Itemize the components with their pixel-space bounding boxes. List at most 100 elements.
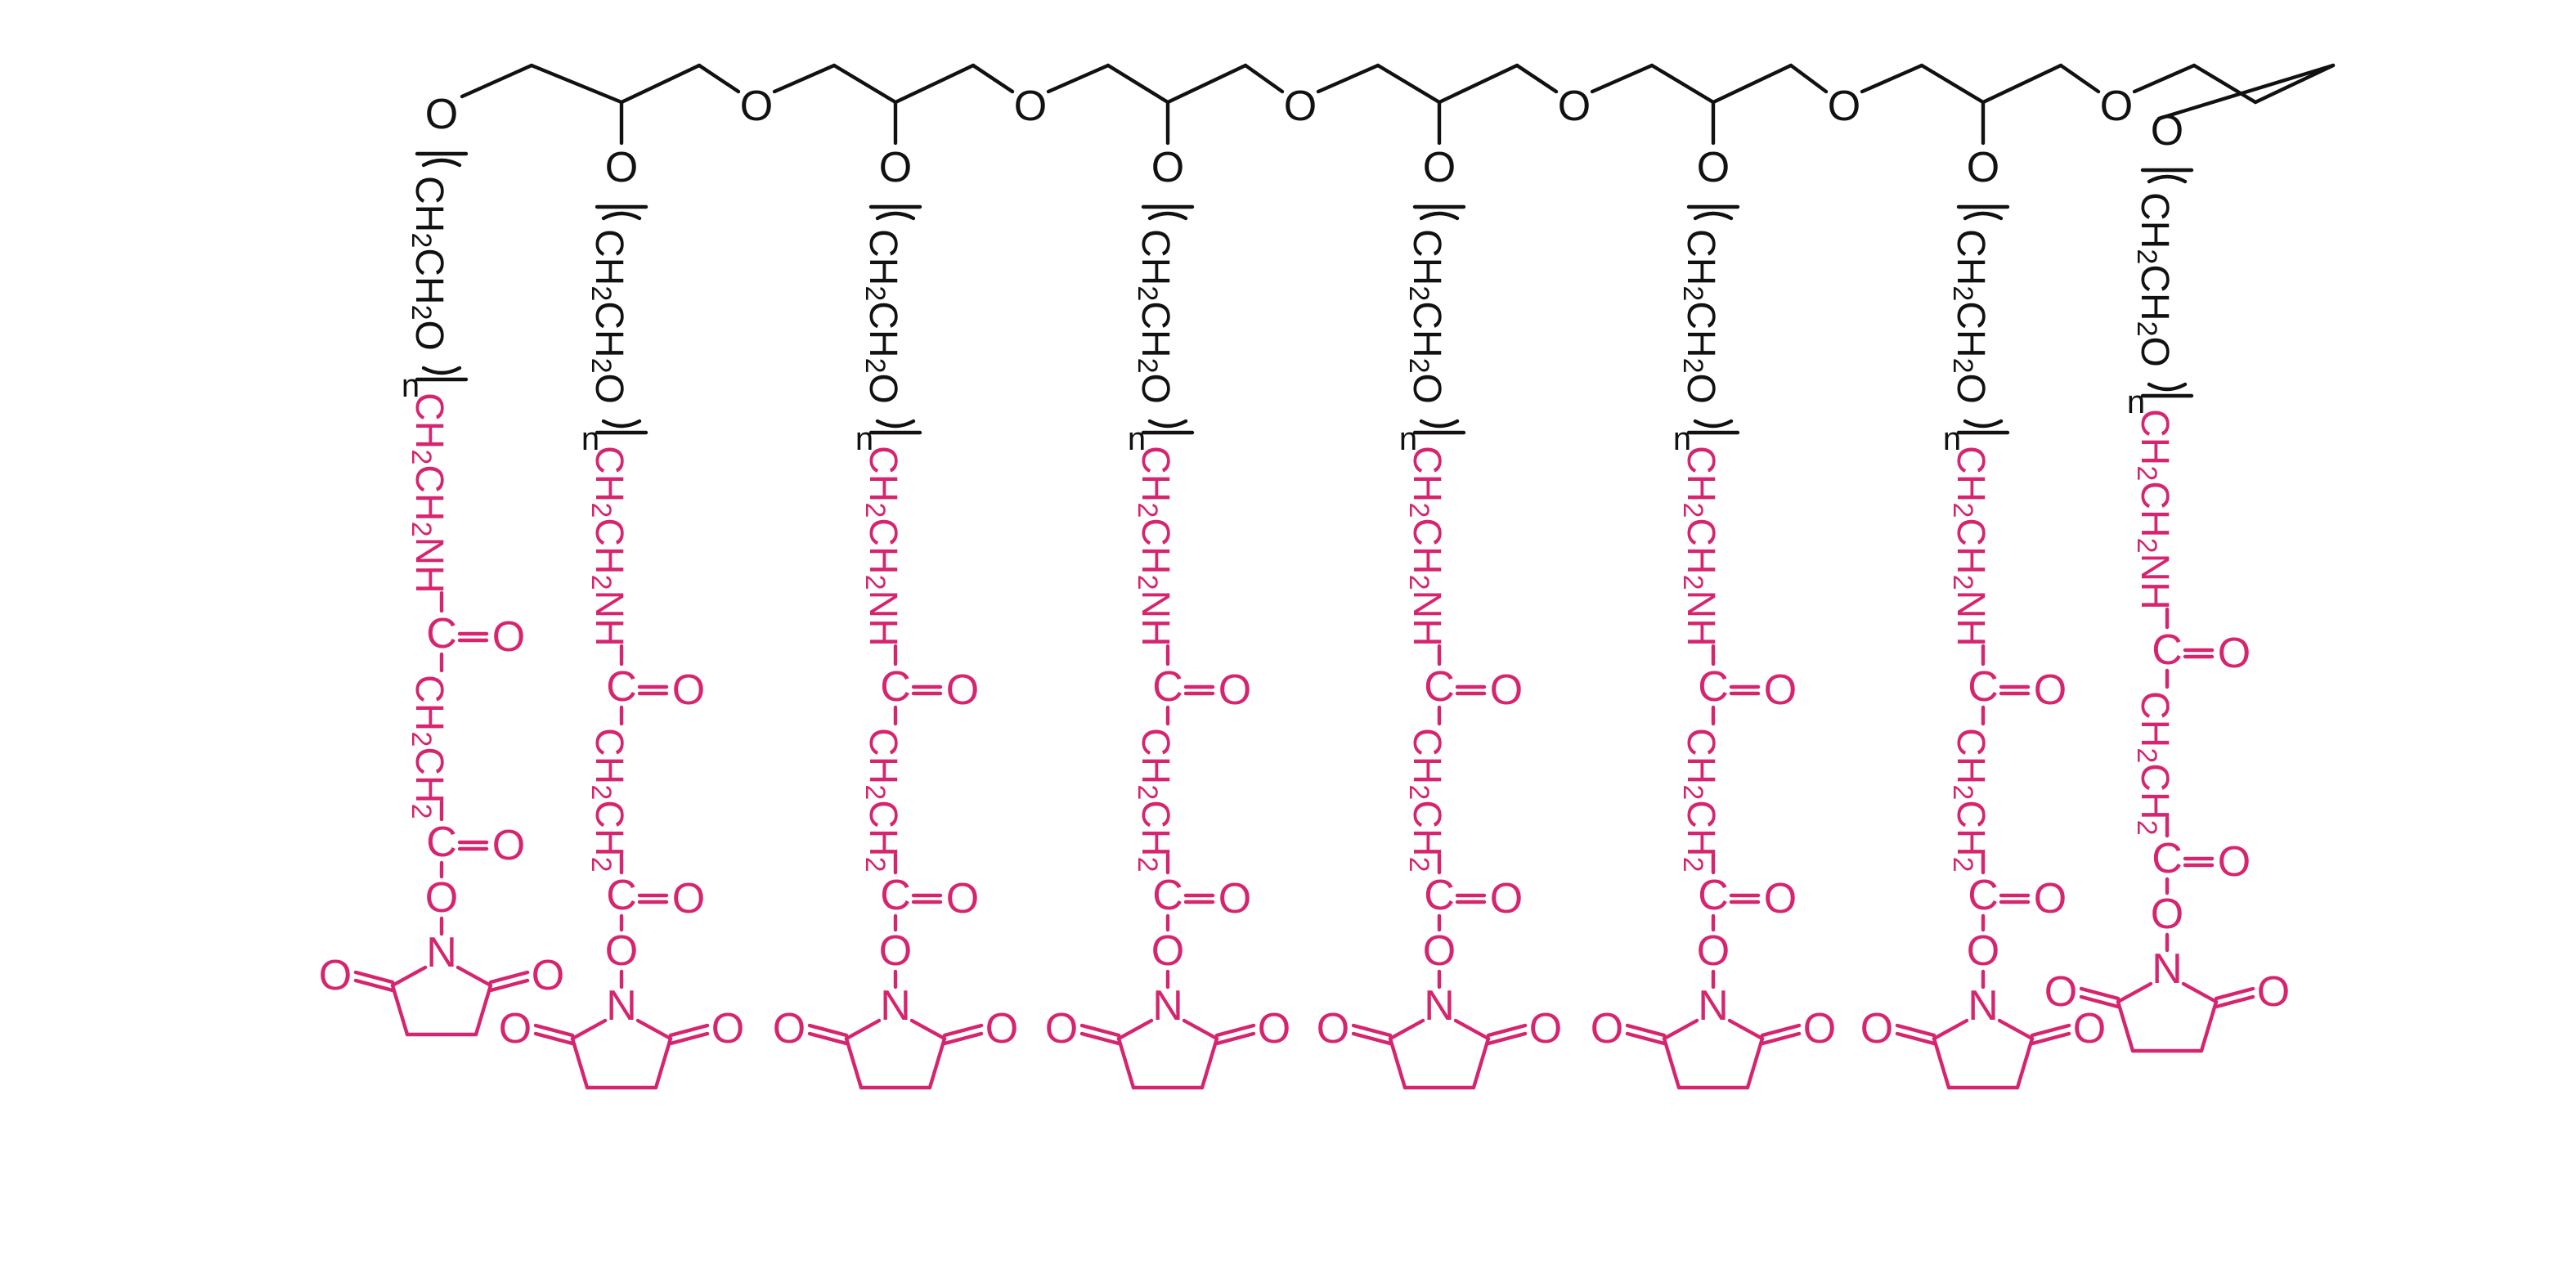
peg-repeat-unit: CH2CH2O: [406, 176, 451, 351]
imide-double-bond: [1351, 1031, 1393, 1046]
ring-bond: [2199, 999, 2219, 1053]
ethylene-group: CH2CH2: [406, 675, 451, 819]
backbone-bond: [1437, 63, 1519, 105]
ring-bond: [570, 1036, 590, 1090]
ethylene-group: CH2CH2: [2131, 691, 2177, 836]
repeat-bracket: [875, 419, 916, 429]
imide-oxygen-left: O: [319, 952, 352, 999]
backbone-bond: [2156, 63, 2336, 121]
backbone-ether-oxygen: O: [1558, 83, 1591, 130]
ester-carbonyl-oxygen: O: [2218, 838, 2251, 886]
imide-double-bond: [1486, 1031, 1528, 1046]
repeat-bracket: [421, 366, 462, 375]
repeat-bracket: [1963, 211, 2004, 221]
backbone-bond: [1981, 63, 2063, 105]
imide-oxygen-left: O: [1591, 1005, 1623, 1052]
imide-double-bond: [1486, 1023, 1528, 1038]
imide-nitrogen: N: [1698, 982, 1729, 1030]
ester-oxygen: O: [425, 874, 458, 922]
amide-oxygen: O: [1764, 666, 1797, 714]
repeat-bracket: [875, 211, 916, 221]
imide-oxygen-right: O: [1258, 1005, 1290, 1052]
ring-bond: [456, 965, 493, 988]
ring-bond: [1932, 1018, 1969, 1041]
imide-oxygen-left: O: [499, 1005, 532, 1052]
imide-nitrogen: N: [880, 982, 911, 1030]
imide-oxygen-right: O: [985, 1005, 1018, 1052]
aminoethyl-group: CH2CH2NH: [859, 446, 905, 647]
backbone-ether-oxygen: O: [740, 83, 773, 130]
ring-bond: [1388, 1036, 1407, 1090]
arm-oxygen: O: [1697, 144, 1730, 191]
backbone-bond: [2132, 63, 2197, 94]
ester-oxygen: O: [1151, 927, 1184, 975]
imide-double-bond: [668, 1031, 710, 1046]
ring-bond: [2116, 999, 2135, 1053]
ethylene-group: CH2CH2: [586, 728, 631, 873]
imide-double-bond: [1625, 1031, 1667, 1046]
svg-text:CH2CH2: CH2CH2: [859, 728, 905, 873]
amide-carbon: C: [2152, 626, 2183, 674]
imide-double-bond: [2214, 986, 2255, 1001]
ester-carbon: C: [1424, 872, 1455, 919]
ring-bond: [1116, 1018, 1154, 1041]
backbone-bond: [832, 63, 898, 105]
backbone-bond: [619, 63, 702, 105]
imide-nitrogen: N: [1152, 982, 1183, 1030]
imide-double-bond: [488, 970, 530, 985]
backbone-bond: [2058, 63, 2101, 94]
imide-oxygen-right: O: [1803, 1005, 1836, 1052]
repeat-bracket: [1147, 211, 1188, 221]
repeat-index-n: n: [1128, 421, 1146, 457]
repeat-bracket: [601, 419, 642, 429]
ester-carbonyl-oxygen: O: [1764, 875, 1797, 922]
aminoethyl-group: CH2CH2NH: [406, 393, 451, 594]
svg-text:CH2CH2: CH2CH2: [586, 728, 631, 873]
imide-double-bond: [807, 1031, 849, 1046]
imide-double-bond: [1760, 1031, 1802, 1046]
repeat-bracket: [1963, 419, 2004, 429]
aminoethyl-group: CH2CH2NH: [1403, 446, 1449, 647]
ring-bond: [1200, 1036, 1219, 1090]
backbone-bond: [1376, 63, 1442, 105]
repeat-bracket: [1693, 211, 1734, 221]
ring-bond: [635, 1018, 673, 1041]
ring-bond: [1388, 1018, 1425, 1041]
imide-double-bond: [1214, 1031, 1256, 1046]
aminoethyl-group: CH2CH2NH: [1132, 446, 1178, 647]
backbone-bond: [1919, 63, 1986, 105]
repeat-bracket: [421, 158, 462, 168]
repeat-index-n: n: [402, 368, 420, 404]
ester-carbon: C: [1968, 872, 1999, 919]
ring-bond: [1471, 1036, 1491, 1090]
backbone-bond: [1316, 63, 1380, 94]
repeat-index-n: n: [2127, 384, 2145, 420]
imide-oxygen-right: O: [2257, 968, 2290, 1016]
ethylene-group: CH2CH2: [1132, 728, 1178, 873]
ring-bond: [1745, 1036, 1765, 1090]
backbone-ether-oxygen: O: [1828, 83, 1860, 130]
backbone-bond: [529, 63, 624, 105]
repeat-bracket: [1147, 419, 1188, 429]
amide-oxygen: O: [2034, 666, 2067, 714]
peg-repeat-unit: CH2CH2O: [1132, 229, 1178, 404]
backbone-bond: [1860, 63, 1924, 94]
imide-double-bond: [353, 970, 395, 985]
ring-bond: [2116, 981, 2153, 1004]
imide-double-bond: [1760, 1023, 1802, 1038]
amide-oxygen: O: [492, 613, 525, 661]
repeat-index-n: n: [1943, 421, 1961, 457]
ring-bond: [927, 1036, 947, 1090]
repeat-bracket: [1419, 211, 1460, 221]
ester-carbonyl-oxygen: O: [1218, 875, 1251, 922]
